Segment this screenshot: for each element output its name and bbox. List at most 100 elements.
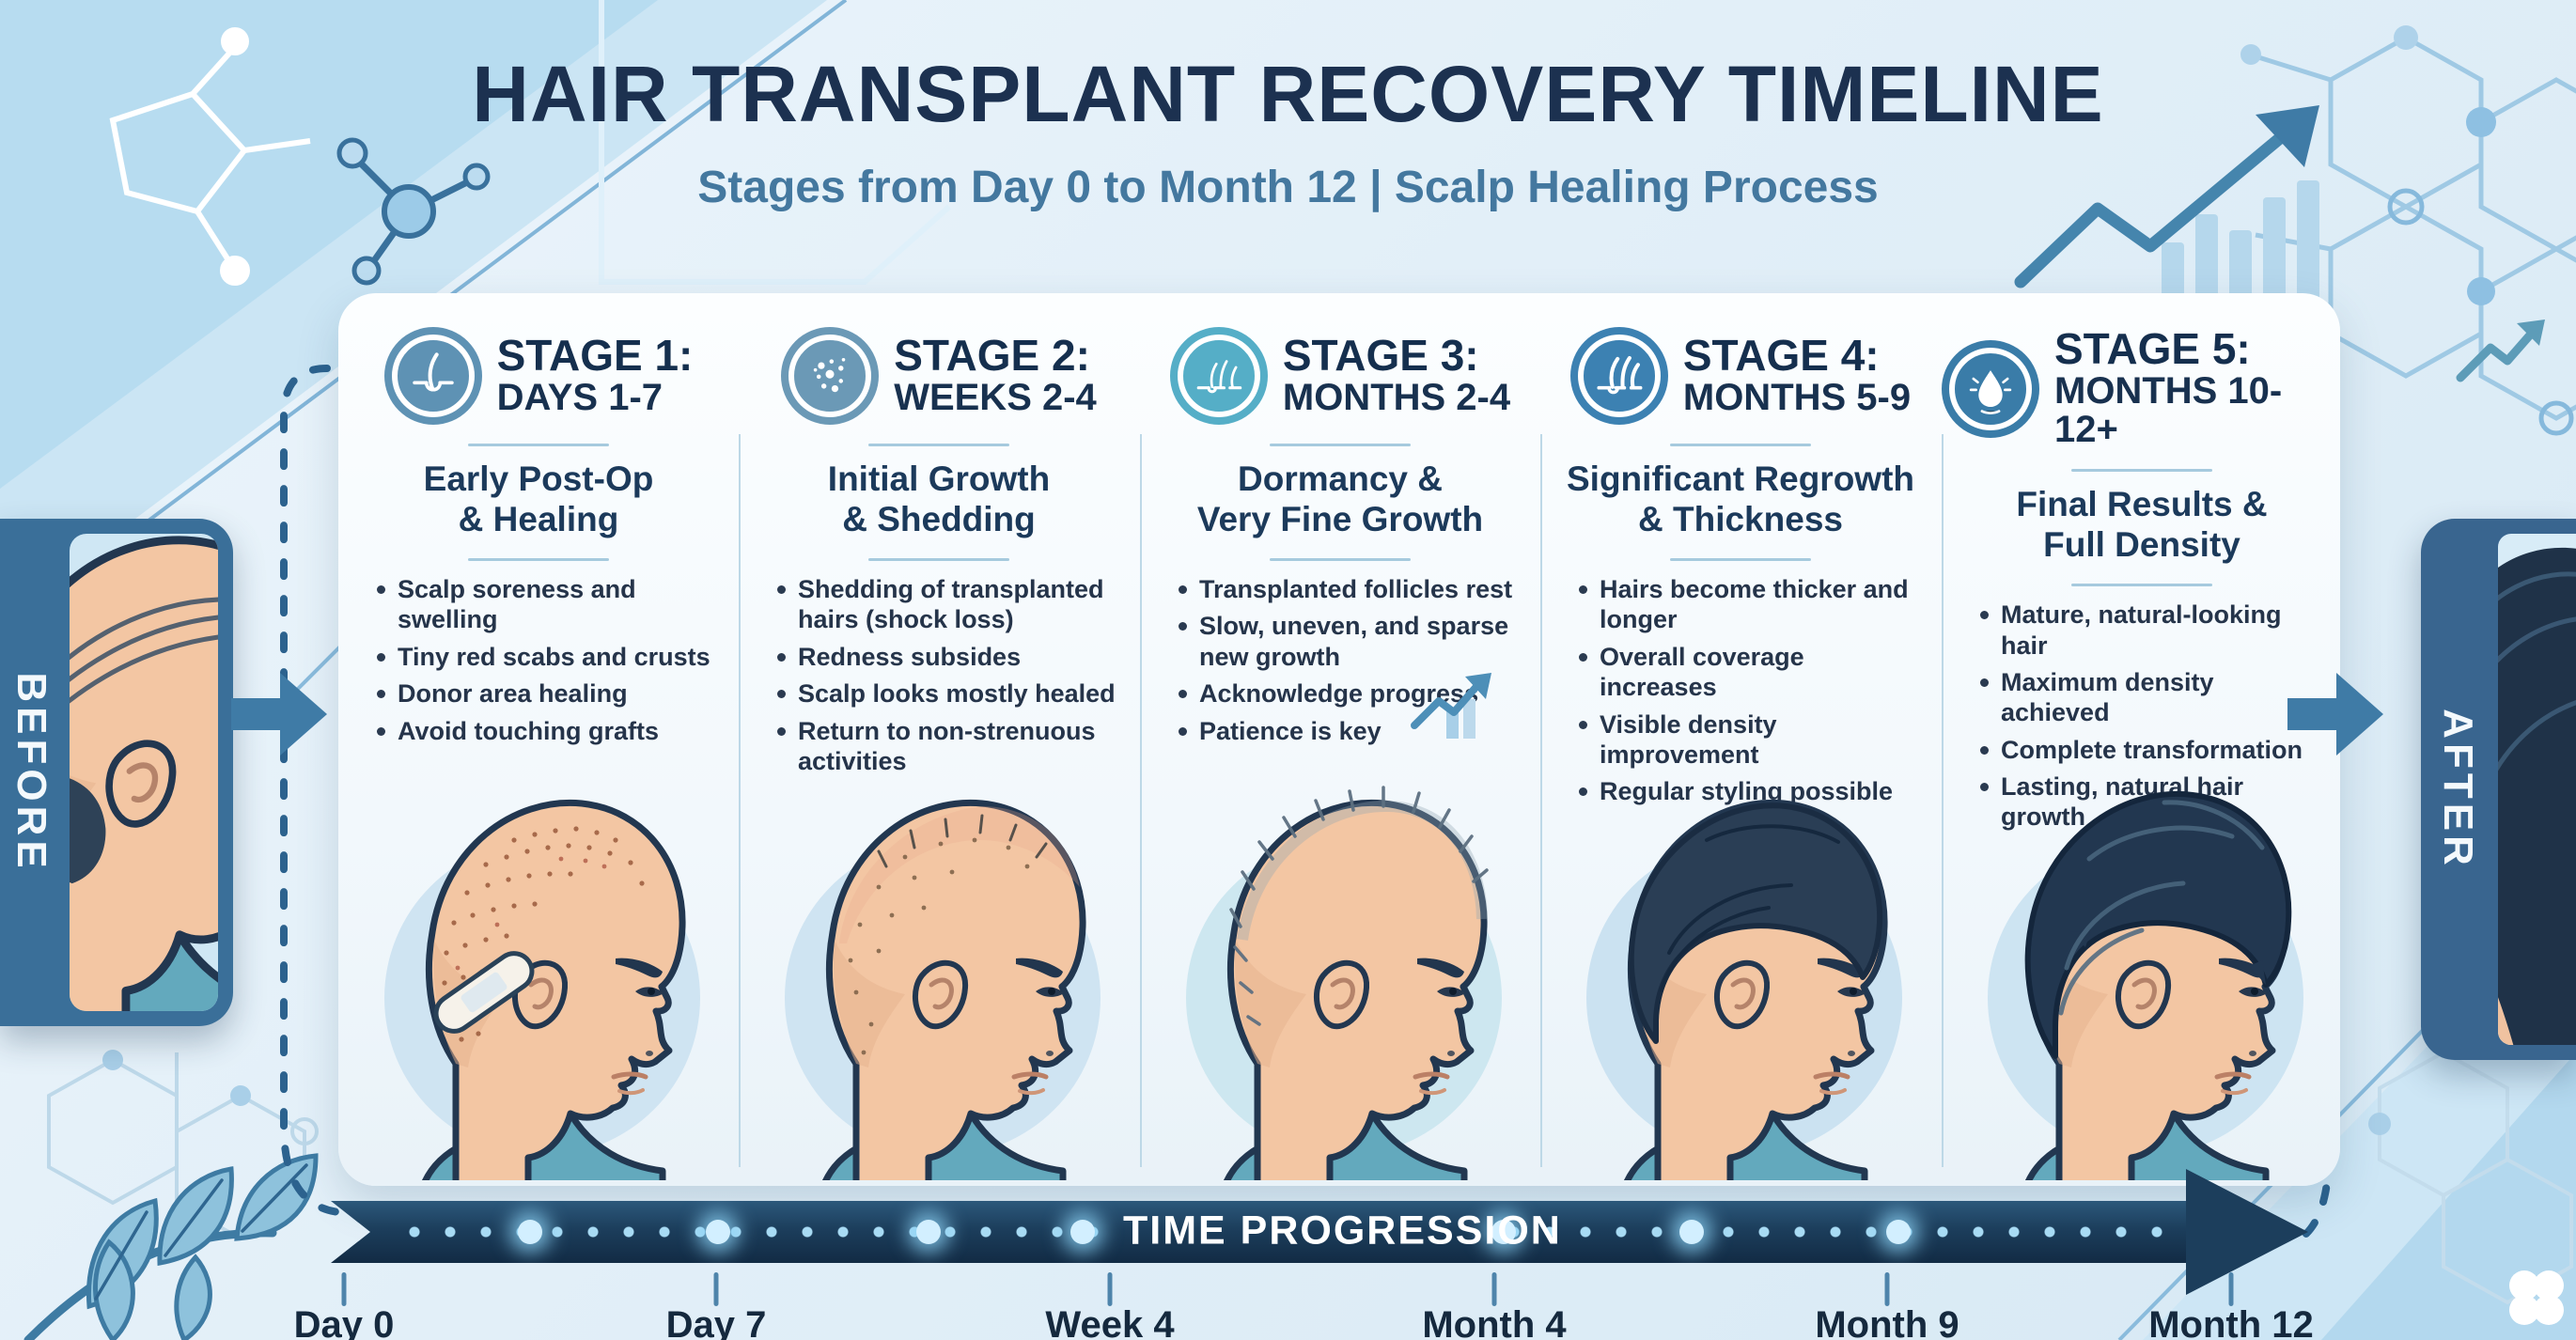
divider-line [2071, 584, 2212, 587]
divider-line [1270, 444, 1411, 446]
bullet-item: Overall coverage increases [1574, 642, 1920, 703]
stage-column-2: STAGE 2: WEEKS 2-4 Initial Growth & Shed… [739, 293, 1139, 1186]
stage-1-title: STAGE 1: DAYS 1-7 [496, 331, 694, 419]
column-divider [739, 434, 741, 1167]
timeline-tick [1107, 1272, 1113, 1306]
divider-line [1270, 558, 1411, 562]
shedding-dots-icon [781, 327, 880, 425]
stage-4-title: STAGE 4: MONTHS 5-9 [1682, 331, 1912, 419]
glow-dot [916, 1220, 941, 1244]
timeline-tick [2228, 1272, 2234, 1306]
stage-5-header: STAGE 5: MONTHS 10-12+ [1942, 326, 2342, 450]
stage-3-portrait [1186, 746, 1502, 1180]
bullet-item: Mature, natural-looking hair [1975, 600, 2321, 661]
stage-4-header: STAGE 4: MONTHS 5-9 [1540, 327, 1941, 425]
glow-dot [1491, 1220, 1516, 1244]
glow-dot [1886, 1220, 1911, 1244]
stage-label: STAGE 1: [496, 331, 694, 381]
stage-5-bullets: Mature, natural-looking hair Maximum den… [1975, 600, 2321, 833]
after-arrow-icon [2287, 673, 2383, 756]
after-photo [2498, 534, 2576, 1045]
before-label: BEFORE [8, 672, 55, 873]
stage-1-subtitle: Early Post-Op & Healing [423, 460, 654, 538]
divider-line [868, 444, 1009, 446]
timeline-arrowhead-icon [2186, 1169, 2308, 1295]
leaf-branch-icon [23, 1153, 319, 1340]
page-subtitle: Stages from Day 0 to Month 12 | Scalp He… [697, 163, 1879, 212]
timeline-label-day0: Day 0 [293, 1304, 395, 1340]
clover-shape-icon [2509, 1270, 2564, 1325]
after-label: AFTER [2435, 709, 2481, 870]
bullet-item: Visible density improvement [1574, 709, 1920, 771]
timeline-tick [713, 1272, 719, 1306]
stage-column-5: STAGE 5: MONTHS 10-12+ Final Results & F… [1942, 293, 2342, 1186]
thick-regrowth-icon [1569, 327, 1668, 425]
bullet-item: Shedding of transplanted hairs (shock lo… [773, 574, 1118, 635]
column-divider [1540, 434, 1542, 1167]
timeline-label-month9: Month 9 [1815, 1304, 1959, 1340]
stage-1-bullets: Scalp soreness and swelling Tiny red sca… [372, 574, 718, 746]
timeline-label-week4: Week 4 [1045, 1304, 1175, 1340]
timeline-label-month4: Month 4 [1422, 1304, 1567, 1340]
stage-4-portrait [1586, 746, 1902, 1180]
divider-line [468, 558, 609, 562]
bullet-item: Redness subsides [773, 642, 1118, 672]
stage-1-header: STAGE 1: DAYS 1-7 [338, 327, 739, 425]
time-progression-label: TIME PROGRESSION [1123, 1208, 1562, 1254]
stage-column-1: STAGE 1: DAYS 1-7 Early Post-Op & Healin… [338, 293, 739, 1186]
stage-4-subtitle: Significant Regrowth & Thickness [1567, 460, 1914, 538]
glow-dot [706, 1220, 730, 1244]
bullet-item: Avoid touching grafts [372, 716, 718, 746]
divider-line [1670, 444, 1811, 446]
bullet-item: Complete transformation [1975, 735, 2321, 765]
full-density-droplet-icon [1942, 339, 2039, 438]
hexagon-outline-icon [2368, 1050, 2573, 1305]
hair-follicle-icon [383, 327, 482, 425]
glow-dot [1679, 1220, 1704, 1244]
before-arrow-icon [231, 673, 327, 756]
stage-5-subtitle: Final Results & Full Density [2016, 485, 2268, 564]
divider-line [2071, 469, 2212, 473]
timeline-tick [1884, 1272, 1890, 1306]
timeline-tick [1491, 1272, 1497, 1306]
bullet-item: Regular styling possible [1574, 776, 1920, 806]
hexagon-outline-icon [47, 1050, 319, 1241]
stage-5-portrait [1988, 746, 2303, 1180]
small-arrow-icon [2456, 319, 2545, 382]
column-divider [1140, 434, 1142, 1167]
after-frame: AFTER [2421, 519, 2576, 1060]
bullet-item: Donor area healing [372, 678, 718, 709]
stage-2-portrait [785, 746, 1101, 1180]
page-title: HAIR TRANSPLANT RECOVERY TIMELINE [472, 50, 2104, 138]
mini-growth-arrow-icon [1411, 673, 1491, 739]
stage-3-subtitle: Dormancy & Very Fine Growth [1196, 460, 1484, 538]
timeline-tick [341, 1272, 347, 1306]
stage-2-header: STAGE 2: WEEKS 2-4 [739, 327, 1139, 425]
stage-column-3: STAGE 3: MONTHS 2-4 Dormancy & Very Fine… [1140, 293, 1540, 1186]
bullet-item: Scalp looks mostly healed [773, 678, 1118, 709]
timeline-label-day7: Day 7 [665, 1304, 767, 1340]
divider-line [1670, 558, 1811, 562]
band-dots [1496, 1201, 2163, 1263]
stage-period: DAYS 1-7 [496, 377, 664, 419]
stage-1-portrait [384, 746, 700, 1180]
time-progression-band: TIME PROGRESSION [331, 1201, 2190, 1263]
before-frame: BEFORE [0, 519, 233, 1026]
glow-dot [1070, 1220, 1095, 1244]
stage-4-bullets: Hairs become thicker and longer Overall … [1574, 574, 1920, 807]
bullet-item: Transplanted follicles rest [1174, 574, 1520, 604]
divider-line [468, 444, 609, 446]
stage-3-header: STAGE 3: MONTHS 2-4 [1140, 327, 1540, 425]
bullet-item: Slow, uneven, and sparse new growth [1174, 611, 1520, 672]
before-photo [70, 534, 218, 1011]
stages-panel: STAGE 1: DAYS 1-7 Early Post-Op & Healin… [338, 293, 2340, 1186]
divider-line [868, 558, 1009, 562]
stage-column-4: STAGE 4: MONTHS 5-9 Significant Regrowth… [1540, 293, 1941, 1186]
bullet-item: Hairs become thicker and longer [1574, 574, 1920, 635]
stage-2-title: STAGE 2: WEEKS 2-4 [894, 331, 1097, 419]
timeline-label-month12: Month 12 [2148, 1304, 2314, 1340]
bullet-item: Patience is key [1174, 716, 1520, 746]
stage-2-bullets: Shedding of transplanted hairs (shock lo… [773, 574, 1118, 776]
glow-dot [518, 1220, 542, 1244]
fine-growth-icon [1169, 327, 1268, 425]
